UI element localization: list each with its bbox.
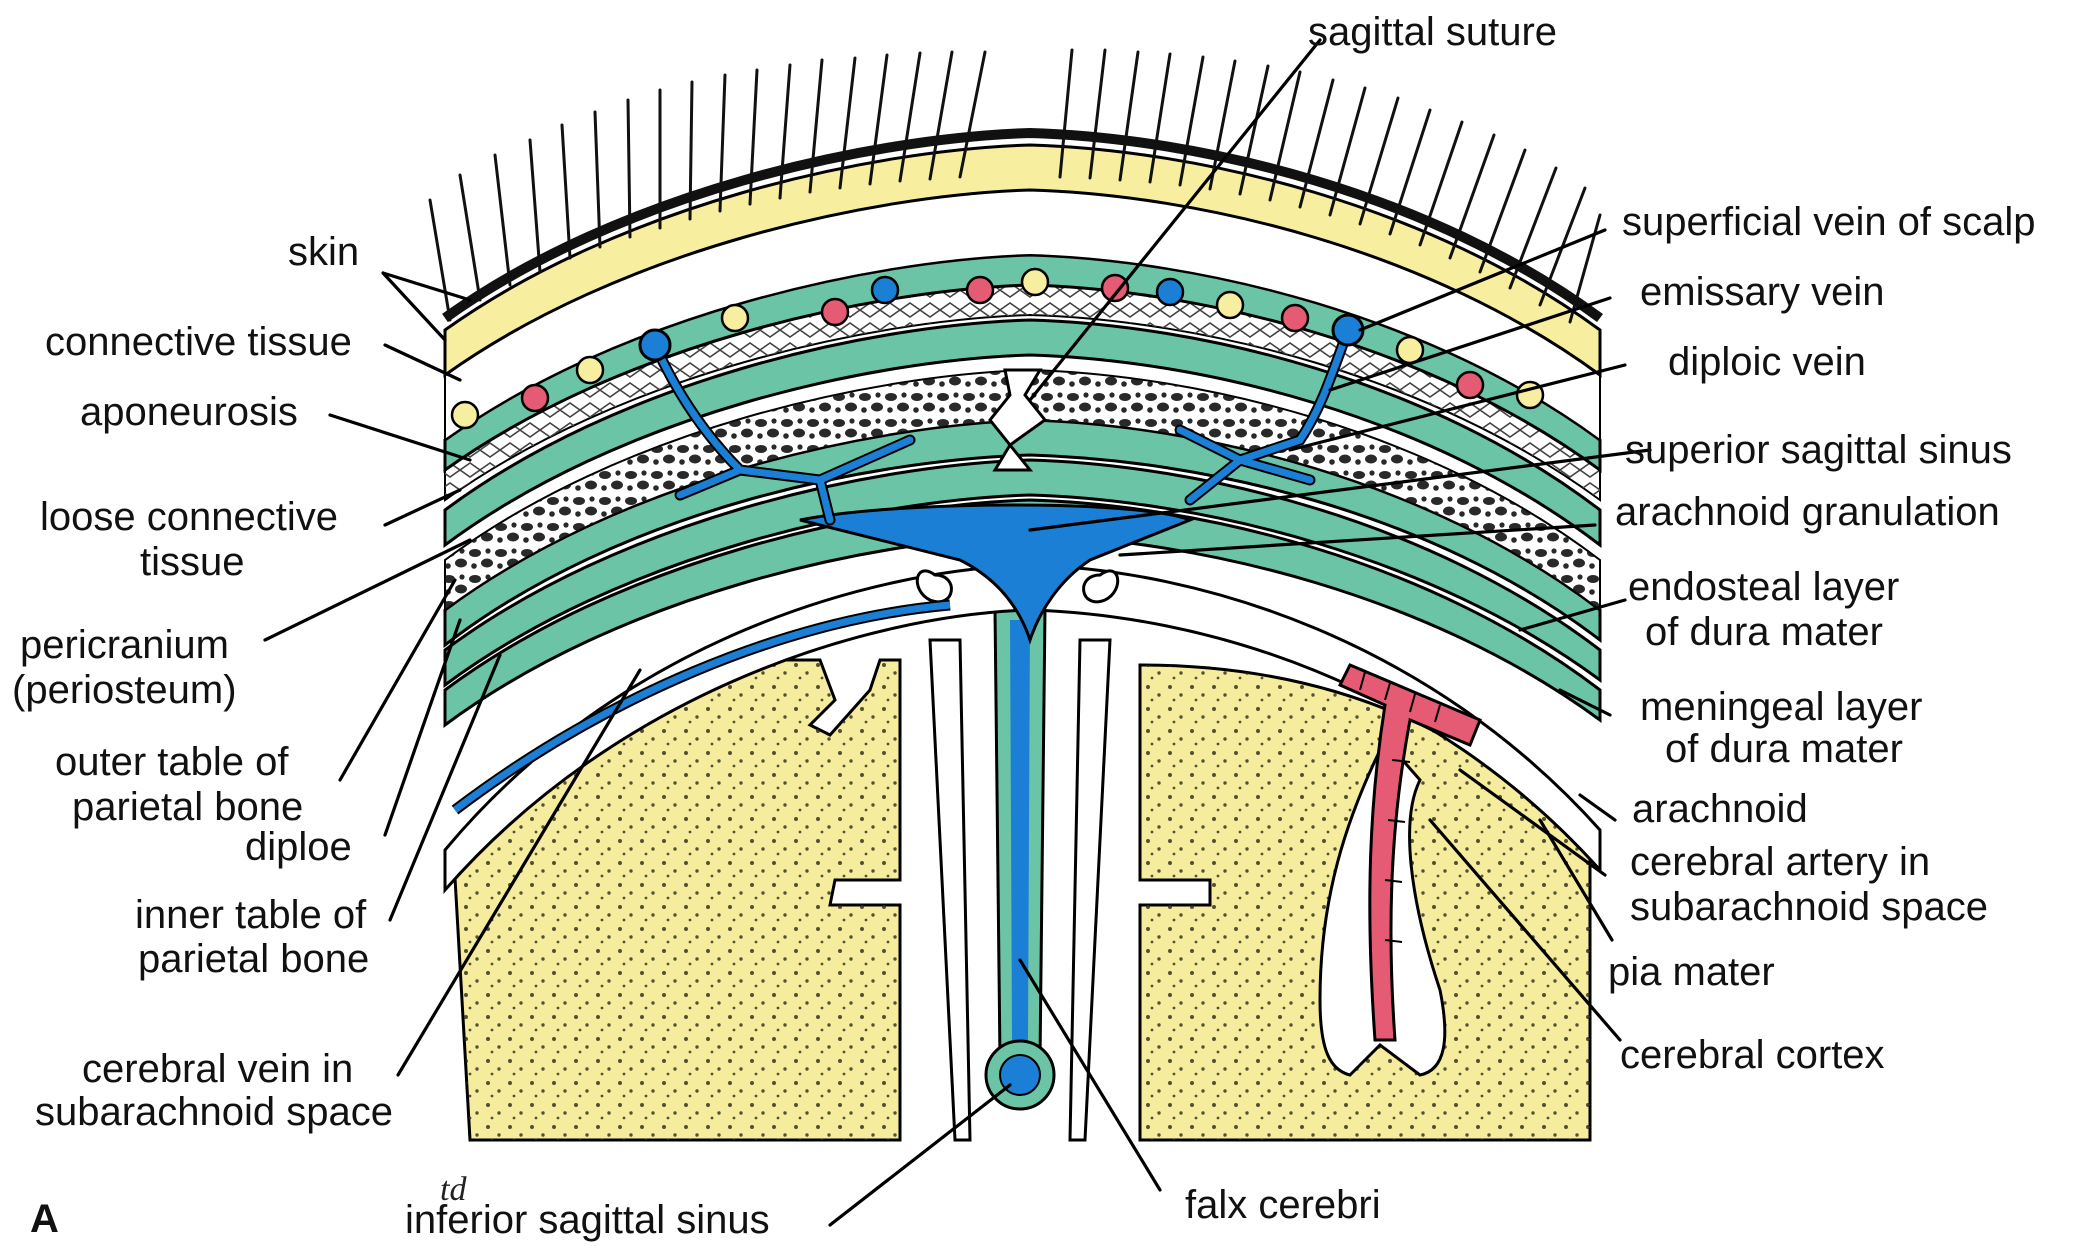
label-cerebral-cortex: cerebral cortex xyxy=(1620,1033,1885,1077)
label-arachnoid-granulation: arachnoid granulation xyxy=(1615,490,2000,534)
panel-letter: A xyxy=(30,1197,59,1241)
label-diploic-vein: diploic vein xyxy=(1668,340,1866,384)
label-outer-table-2: parietal bone xyxy=(72,785,303,829)
label-diploe: diploe xyxy=(245,825,352,869)
label-loose-connective-2: tissue xyxy=(140,540,245,584)
label-aponeurosis: aponeurosis xyxy=(80,390,298,434)
scalp xyxy=(428,48,1603,502)
label-outer-table-1: outer table of xyxy=(55,740,289,784)
cerebral-artery xyxy=(1337,663,1482,1042)
scalp-veins xyxy=(638,313,1365,526)
label-pia-mater: pia mater xyxy=(1608,950,1775,994)
label-inner-table-1: inner table of xyxy=(135,893,367,937)
label-endosteal-1: endosteal layer xyxy=(1628,565,1899,609)
label-cerebral-artery-1: cerebral artery in xyxy=(1630,840,1930,884)
label-cerebral-artery-2: subarachnoid space xyxy=(1630,885,1988,929)
label-loose-connective-1: loose connective xyxy=(40,495,338,539)
label-superficial-vein: superficial vein of scalp xyxy=(1622,200,2036,244)
label-pericranium-2: (periosteum) xyxy=(12,668,237,712)
label-inner-table-2: parietal bone xyxy=(138,937,369,981)
label-arachnoid: arachnoid xyxy=(1632,787,1808,831)
brain-left-hemisphere xyxy=(453,658,902,1142)
label-emissary-vein: emissary vein xyxy=(1640,270,1885,314)
label-cerebral-vein-1: cerebral vein in xyxy=(82,1047,353,1091)
meningeal-layers xyxy=(443,458,1602,894)
label-meningeal-2: of dura mater xyxy=(1665,727,1903,771)
label-inferior-sagittal-sinus: inferior sagittal sinus xyxy=(405,1198,770,1242)
label-skin: skin xyxy=(288,230,359,274)
label-cerebral-vein-2: subarachnoid space xyxy=(35,1090,393,1134)
leader-lines xyxy=(263,38,1652,1227)
label-endosteal-2: of dura mater xyxy=(1645,610,1883,654)
label-falx-cerebri: falx cerebri xyxy=(1185,1183,1381,1227)
artist-signature: td xyxy=(440,1171,467,1208)
brain-right-hemisphere xyxy=(1138,663,1592,1142)
label-superior-sagittal-sinus: superior sagittal sinus xyxy=(1625,428,2012,472)
label-connective-tissue: connective tissue xyxy=(45,320,352,364)
label-pericranium-1: pericranium xyxy=(20,623,229,667)
label-sagittal-suture: sagittal suture xyxy=(1308,10,1557,54)
label-meningeal-1: meningeal layer xyxy=(1640,685,1922,729)
